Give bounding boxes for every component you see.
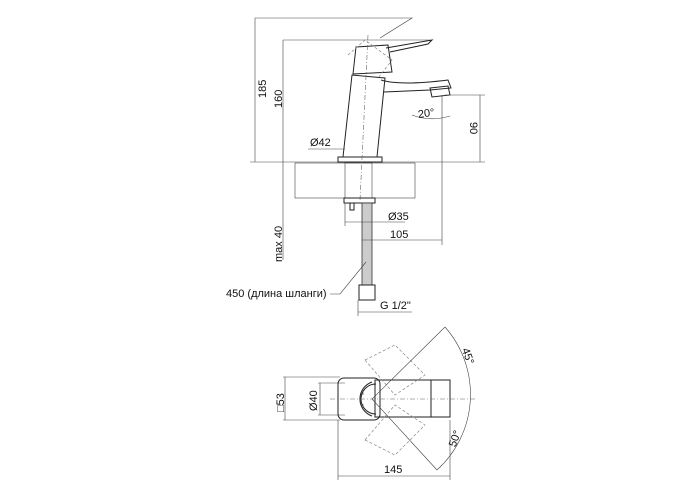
supply-hose <box>361 202 373 286</box>
hose-length-label: 450 (длина шланги) <box>226 288 327 300</box>
faucet-body <box>342 74 386 158</box>
dim-90: 90 <box>467 122 479 134</box>
dim-max-40: max 40 <box>273 226 285 262</box>
dim-160: 160 <box>273 90 285 108</box>
side-view: 185 160 90 20° Ø42 Ø35 105 max 40 450 (д… <box>226 17 485 316</box>
dim-185: 185 <box>257 80 269 98</box>
dim-spout-angle: 20° <box>417 107 435 121</box>
aerator <box>429 85 451 98</box>
spout <box>380 79 452 93</box>
dim-cap-diameter: Ø40 <box>308 390 320 411</box>
angle-50: 50° <box>447 429 464 449</box>
dim-145: 145 <box>384 464 402 476</box>
dim-hole-diameter: Ø35 <box>388 211 409 223</box>
hose-connector <box>358 284 376 301</box>
lever-top <box>374 379 451 418</box>
dim-square-53: □53 <box>275 393 287 412</box>
angle-45: 45° <box>459 346 476 366</box>
handle-lever <box>352 39 434 75</box>
thread-label: G 1/2" <box>380 300 411 312</box>
base-flange <box>337 156 383 163</box>
top-view: □53 Ø40 145 45° 50° <box>275 326 476 480</box>
dim-body-diameter: Ø42 <box>310 137 331 149</box>
dim-spout-reach: 105 <box>390 229 408 241</box>
countertop-section <box>294 162 416 199</box>
